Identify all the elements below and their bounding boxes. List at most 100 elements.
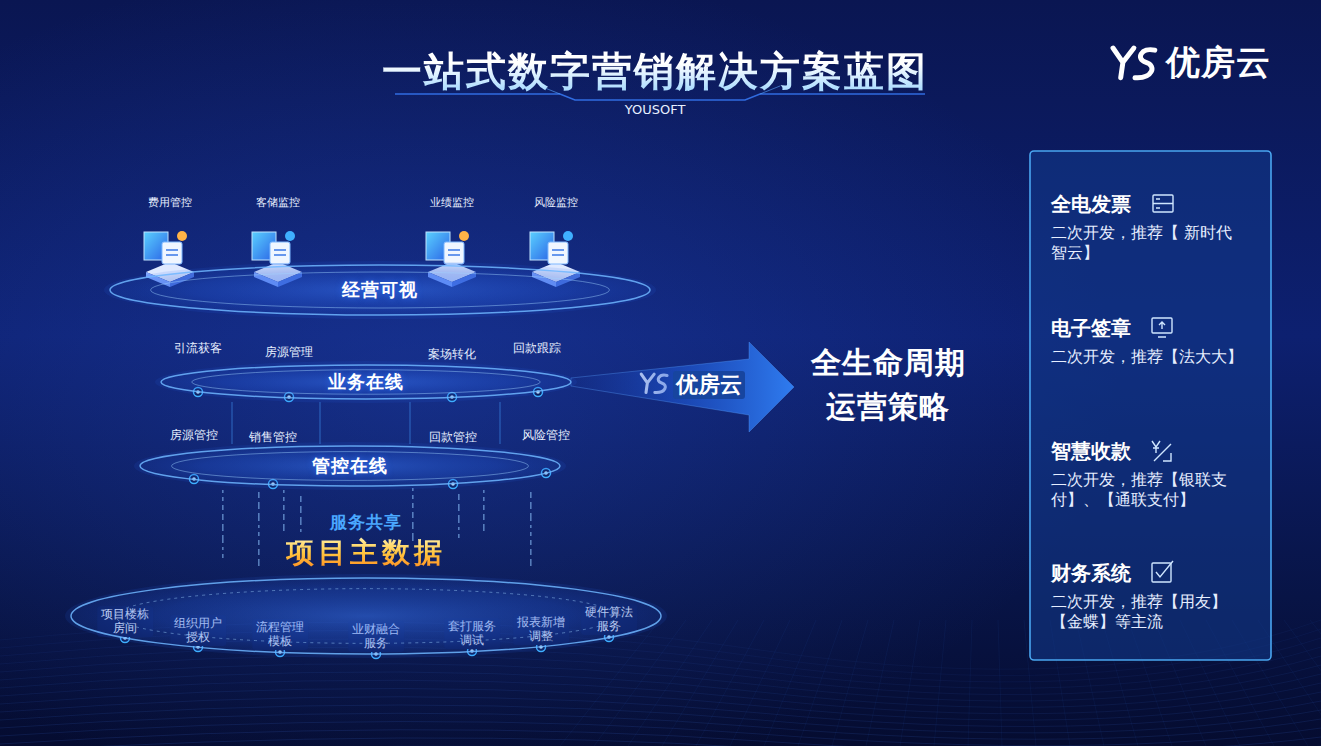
- icon-badge: [177, 231, 187, 241]
- binary-stream: [530, 513, 532, 521]
- item-label: 费用管控: [148, 196, 192, 209]
- item-label: YOUSOFT: [625, 102, 686, 118]
- item-label: 风险监控: [534, 196, 578, 209]
- item-label: 业绩监控: [430, 196, 474, 209]
- item-label: 风险管控: [522, 428, 570, 442]
- grid-line: [628, 620, 712, 746]
- binary-stream: [530, 502, 532, 509]
- band-inner-rim: [192, 370, 541, 394]
- heading-icons: [1152, 195, 1173, 582]
- binary-stream: [222, 514, 224, 520]
- band-rim: [140, 446, 560, 486]
- wave-line: [0, 738, 1321, 746]
- grid-line: [662, 620, 738, 746]
- flow-arrow: [571, 342, 794, 432]
- binary-stream: [222, 497, 224, 501]
- binary-stream: [530, 540, 532, 545]
- service-item: 财务系统二次开发，推荐【用友】【金蝶】等主流: [1051, 560, 1251, 640]
- binary-stream: [412, 522, 414, 529]
- grid-line: [998, 620, 1002, 746]
- side-panel: [1030, 151, 1271, 660]
- grid-line: [900, 620, 920, 746]
- service-item: 电子签章二次开发，推荐【法大大】: [1051, 315, 1251, 375]
- binary-stream: [222, 547, 224, 550]
- service-item: 智慧收款二次开发，推荐【银联支付】、【通联支付】: [1051, 438, 1251, 518]
- binary-stream: [258, 559, 260, 566]
- service-body: 二次开发，推荐【 新时代智云】: [1051, 223, 1247, 263]
- binary-stream: [222, 490, 224, 493]
- wave-line: [0, 697, 1321, 727]
- band-glow: [65, 574, 667, 658]
- binary-stream: [530, 559, 532, 566]
- band-rim: [71, 578, 661, 654]
- band-inner-rim: [115, 589, 617, 644]
- title: 一站式数字营销解决方案蓝图: [0, 44, 1310, 99]
- icon-device: [444, 242, 464, 264]
- item-label: 案场转化: [428, 347, 476, 361]
- binary-stream: [258, 502, 260, 509]
- binary-stream: [458, 494, 460, 500]
- icon-device: [162, 242, 182, 264]
- band-subtitle: 服务共享: [71, 512, 661, 532]
- icon-badge: [563, 231, 573, 241]
- binary-stream: [222, 505, 224, 510]
- binary-stream: [283, 524, 285, 531]
- layer-link: [319, 402, 320, 444]
- binary-stream: [283, 497, 285, 501]
- item-label: 房源管理: [265, 345, 313, 359]
- invoice-icon: [1153, 199, 1173, 208]
- service-heading: 电子签章: [1051, 315, 1251, 341]
- band-text-holder: 经营可视: [110, 265, 650, 315]
- service-heading: 财务系统: [1051, 560, 1251, 586]
- icon-device: [548, 242, 568, 264]
- icon-badge: [285, 231, 295, 241]
- binary-stream: [258, 549, 260, 555]
- band-rim: [161, 365, 571, 399]
- binary-stream: [412, 495, 414, 499]
- band-text-holder: 服务共享项目主数据: [71, 512, 661, 570]
- band-title: 项目主数据: [286, 536, 446, 570]
- binary-stream: [530, 525, 532, 528]
- service-heading: 全电发票: [1051, 191, 1251, 217]
- icon-badge: [459, 231, 469, 241]
- layer-link: [231, 402, 232, 444]
- finance-icon: [1156, 561, 1173, 577]
- grid-line: [696, 620, 764, 746]
- binary-stream: [483, 505, 485, 510]
- band-ellipse: [71, 578, 661, 654]
- binary-stream: [258, 532, 260, 536]
- binary-stream: [300, 496, 302, 502]
- strategy-title: 全生命周期 运营策略: [800, 341, 976, 428]
- finance-icon: [1152, 563, 1171, 582]
- binary-stream: [530, 492, 532, 498]
- layer-link: [499, 402, 500, 444]
- binary-stream: [222, 554, 224, 558]
- layer-link: [409, 402, 410, 444]
- brand-name: 优房云: [1166, 42, 1271, 83]
- service-heading: 智慧收款: [1051, 438, 1251, 464]
- grid-line: [968, 620, 972, 746]
- item-label: 回款跟踪: [513, 341, 561, 355]
- binary-stream: [483, 497, 485, 501]
- binary-stream: [283, 490, 285, 493]
- binary-stream: [458, 527, 460, 530]
- binary-stream: [412, 512, 414, 518]
- band-rim: [110, 265, 650, 315]
- binary-stream: [258, 525, 260, 528]
- band-glow: [104, 261, 656, 319]
- item-label: 销售管控: [249, 430, 297, 444]
- binary-stream: [530, 549, 532, 555]
- item-label: 客储监控: [256, 196, 300, 209]
- band-inner-rim: [151, 272, 610, 308]
- binary-stream: [258, 492, 260, 498]
- icon-device: [270, 242, 290, 264]
- band-text-holder: 管控在线: [140, 446, 560, 486]
- grid-line: [764, 620, 816, 746]
- layer-band: 管控在线: [140, 446, 560, 486]
- wave-line: [0, 730, 1321, 746]
- binary-stream: [283, 514, 285, 520]
- service-body: 二次开发，推荐【用友】【金蝶】等主流: [1051, 592, 1247, 632]
- layer-band: 业务在线: [161, 365, 571, 399]
- binary-stream: [483, 490, 485, 493]
